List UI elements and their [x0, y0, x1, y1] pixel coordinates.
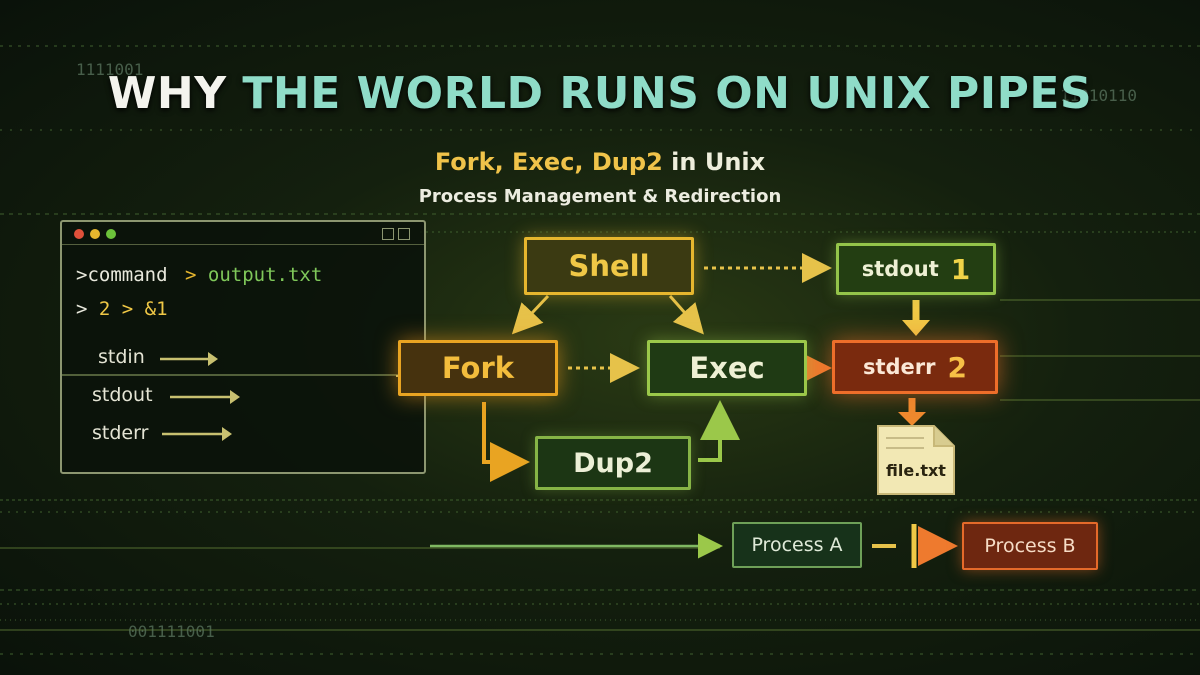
- stream-stderr: stderr: [92, 422, 149, 444]
- terminal-command-line: >command > output.txt: [76, 264, 322, 286]
- node-process-b: Process B: [962, 522, 1098, 570]
- stream-arrows: [62, 352, 424, 441]
- terminal-title-bar: [62, 222, 424, 245]
- subtitle-rest: in Unix: [671, 148, 766, 176]
- node-shell: Shell: [524, 237, 694, 295]
- stdout-fd-number: 1: [950, 252, 971, 286]
- redirect-expression: 2 > &1: [98, 298, 168, 320]
- terminal-window: >command > output.txt > 2 > &1 stdin std…: [60, 220, 426, 474]
- file-label: file.txt: [886, 461, 946, 480]
- subtitle-highlight: Fork, Exec, Dup2: [434, 148, 663, 176]
- arrow-shell-to-exec: [668, 295, 704, 335]
- prompt-symbol: >: [76, 298, 88, 320]
- page-title: WHY THE WORLD RUNS ON UNIX PIPES: [0, 68, 1200, 119]
- subtitle: Fork, Exec, Dup2 in Unix: [0, 148, 1200, 176]
- minimize-dot-icon: [90, 229, 100, 239]
- redirect-target: output.txt: [207, 264, 323, 286]
- maximize-dot-icon: [106, 229, 116, 239]
- subtitle-secondary: Process Management & Redirection: [418, 186, 782, 207]
- window-square-icon: [398, 228, 410, 240]
- node-process-a: Process A: [732, 522, 862, 568]
- arrow-dup2-to-exec: [698, 400, 740, 462]
- prompt-symbol: >: [76, 264, 88, 286]
- binary-decoration: 1111001: [76, 60, 144, 79]
- node-exec: Exec: [647, 340, 807, 396]
- stderr-fd-number: 2: [947, 350, 967, 384]
- close-dot-icon: [74, 229, 84, 239]
- stream-stdin: stdin: [98, 346, 145, 368]
- arrow-shell-to-fork: [511, 294, 550, 335]
- stderr-label: stderr: [862, 355, 936, 379]
- stream-stdout: stdout: [92, 384, 153, 406]
- binary-decoration: 001111001: [128, 622, 215, 641]
- node-stdout: stdout 1: [836, 243, 996, 295]
- node-stderr: stderr 2: [832, 340, 998, 394]
- window-square-icon: [382, 228, 394, 240]
- title-part-1: WHY: [107, 68, 227, 119]
- binary-decoration: 11010110: [1060, 86, 1138, 105]
- stdout-label: stdout: [861, 257, 939, 281]
- terminal-redirect-line: > 2 > &1: [76, 298, 168, 320]
- arrow-fork-to-dup2: [482, 402, 530, 482]
- node-dup2: Dup2: [535, 436, 691, 490]
- title-part-2: THE WORLD RUNS ON UNIX PIPES: [242, 68, 1093, 119]
- file-icon: [877, 425, 955, 495]
- redirect-symbol: >: [184, 264, 197, 286]
- node-fork: Fork: [398, 340, 558, 396]
- command-text: command: [87, 264, 168, 286]
